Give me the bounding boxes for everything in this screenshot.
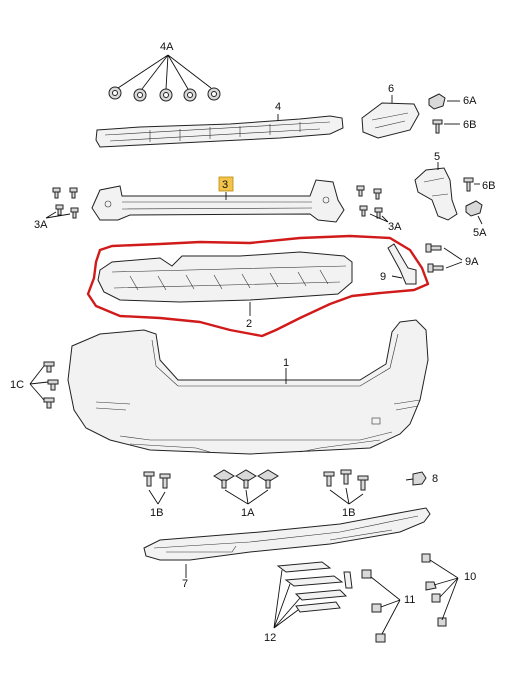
label-5: 5 xyxy=(434,151,440,163)
part-8-clip[interactable] xyxy=(405,471,427,486)
part-1b-clips-right[interactable] xyxy=(323,469,369,505)
part-4-upper-bracket[interactable] xyxy=(95,114,344,148)
part-5a-clip[interactable] xyxy=(465,200,483,225)
part-11-clips[interactable] xyxy=(361,569,401,643)
label-1: 1 xyxy=(283,357,289,369)
part-4a-clips[interactable] xyxy=(108,54,221,102)
label-8: 8 xyxy=(432,473,438,485)
label-1b-left: 1B xyxy=(150,507,163,519)
part-6b-screw-top[interactable] xyxy=(432,119,460,134)
label-6b-top: 6B xyxy=(463,119,476,131)
label-4: 4 xyxy=(275,101,281,113)
part-9a-screws[interactable] xyxy=(425,243,463,273)
label-6: 6 xyxy=(388,83,394,95)
part-1c-screws[interactable] xyxy=(29,361,59,409)
part-2-energy-absorber[interactable] xyxy=(97,251,353,316)
label-10: 10 xyxy=(464,571,476,583)
label-1a: 1A xyxy=(241,507,255,519)
part-3a-screws-left[interactable] xyxy=(45,187,79,219)
selection-outline xyxy=(86,234,430,338)
part-9-bracket[interactable] xyxy=(387,243,417,285)
label-12: 12 xyxy=(264,632,276,644)
part-1-bumper-cover[interactable] xyxy=(67,319,429,455)
part-5-side-bracket[interactable] xyxy=(414,162,458,221)
part-10-clips[interactable] xyxy=(421,553,459,627)
part-7-lower-trim[interactable] xyxy=(143,507,431,578)
part-12-trim-strips[interactable] xyxy=(273,561,353,629)
label-11: 11 xyxy=(404,594,415,606)
part-6-side-guide[interactable] xyxy=(361,95,420,139)
part-1b-clips-left[interactable] xyxy=(143,471,171,505)
label-1b-right: 1B xyxy=(342,507,355,519)
label-5a: 5A xyxy=(473,227,487,239)
part-3a-screws-right[interactable] xyxy=(356,185,389,223)
label-2: 2 xyxy=(246,318,252,330)
part-3-highlight-box xyxy=(218,176,234,192)
label-3a-left: 3A xyxy=(34,219,48,231)
label-3: 3 xyxy=(222,179,228,191)
label-7: 7 xyxy=(182,578,188,590)
label-6a: 6A xyxy=(463,95,477,107)
label-1c: 1C xyxy=(10,379,24,391)
part-3-reinforcement-bar[interactable] xyxy=(91,179,345,223)
label-3a-right: 3A xyxy=(388,221,402,233)
label-6b-mid: 6B xyxy=(482,180,495,192)
part-6b-screw-mid[interactable] xyxy=(463,177,480,192)
part-1a-clips[interactable] xyxy=(213,469,279,505)
label-9a: 9A xyxy=(465,256,479,268)
label-9: 9 xyxy=(380,271,386,283)
label-4a: 4A xyxy=(160,41,174,53)
part-6a-clip[interactable] xyxy=(428,93,460,110)
